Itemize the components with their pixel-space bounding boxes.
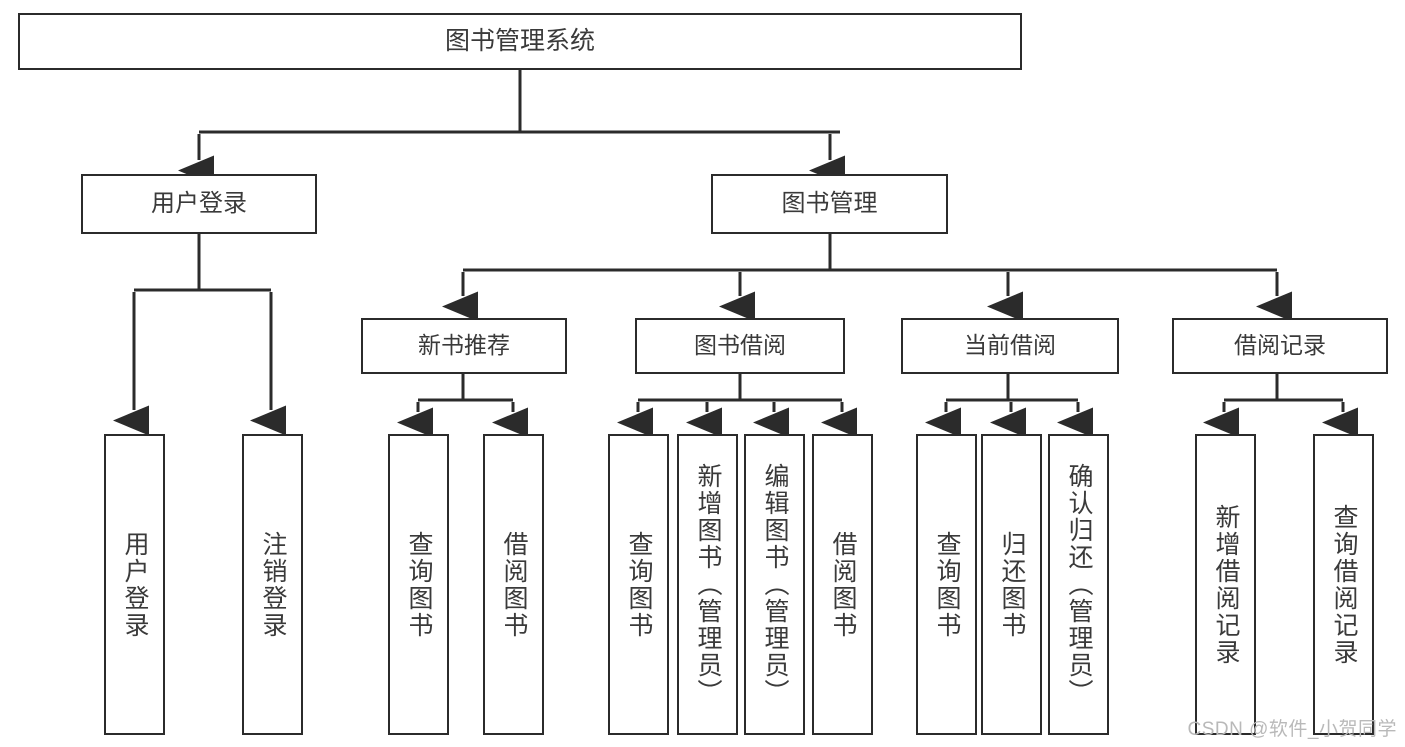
- node-leaf-add-book-admin-label: 新增图书（管理员）: [694, 463, 722, 706]
- node-user-login-label: 用户登录: [151, 189, 247, 217]
- node-leaf-return-book[interactable]: 归还图书: [981, 434, 1042, 735]
- node-leaf-add-borrow-record-label: 新增借阅记录: [1212, 503, 1240, 666]
- node-root-label: 图书管理系统: [444, 26, 595, 55]
- node-book-manage[interactable]: 图书管理: [711, 174, 948, 234]
- node-leaf-user-login[interactable]: 用户登录: [104, 434, 165, 735]
- node-leaf-confirm-return-admin[interactable]: 确认归还（管理员）: [1048, 434, 1109, 735]
- node-leaf-query-book-2[interactable]: 查询图书: [608, 434, 669, 735]
- node-leaf-borrow-book-2[interactable]: 借阅图书: [812, 434, 873, 735]
- node-leaf-confirm-return-admin-label: 确认归还（管理员）: [1065, 463, 1093, 706]
- node-borrow-record[interactable]: 借阅记录: [1172, 318, 1388, 374]
- node-leaf-borrow-book-1[interactable]: 借阅图书: [483, 434, 544, 735]
- node-root-system[interactable]: 图书管理系统: [18, 13, 1022, 70]
- node-leaf-borrow-book-2-label: 借阅图书: [829, 530, 857, 639]
- node-book-borrow[interactable]: 图书借阅: [635, 318, 845, 374]
- node-leaf-query-book-3[interactable]: 查询图书: [916, 434, 977, 735]
- node-new-book-recommend[interactable]: 新书推荐: [361, 318, 567, 374]
- node-leaf-query-book-2-label: 查询图书: [625, 530, 653, 639]
- node-leaf-borrow-book-1-label: 借阅图书: [500, 530, 528, 639]
- node-leaf-query-borrow-record[interactable]: 查询借阅记录: [1313, 434, 1374, 735]
- node-book-manage-label: 图书管理: [781, 189, 878, 217]
- node-leaf-logout-login[interactable]: 注销登录: [242, 434, 303, 735]
- node-leaf-query-book-1-label: 查询图书: [405, 530, 433, 639]
- node-book-borrow-label: 图书借阅: [694, 332, 786, 359]
- node-leaf-edit-book-admin[interactable]: 编辑图书（管理员）: [744, 434, 805, 735]
- node-leaf-add-borrow-record[interactable]: 新增借阅记录: [1195, 434, 1256, 735]
- node-leaf-return-book-label: 归还图书: [998, 530, 1026, 639]
- node-leaf-query-book-3-label: 查询图书: [933, 530, 961, 639]
- node-leaf-user-login-label: 用户登录: [121, 530, 149, 639]
- node-new-book-recommend-label: 新书推荐: [418, 332, 510, 359]
- node-borrow-record-label: 借阅记录: [1234, 332, 1326, 359]
- node-current-borrow-label: 当前借阅: [964, 332, 1056, 359]
- node-leaf-query-book-1[interactable]: 查询图书: [388, 434, 449, 735]
- node-leaf-edit-book-admin-label: 编辑图书（管理员）: [761, 463, 789, 706]
- node-user-login[interactable]: 用户登录: [81, 174, 317, 234]
- node-leaf-query-borrow-record-label: 查询借阅记录: [1330, 503, 1358, 666]
- node-current-borrow[interactable]: 当前借阅: [901, 318, 1119, 374]
- node-leaf-add-book-admin[interactable]: 新增图书（管理员）: [677, 434, 738, 735]
- node-leaf-logout-login-label: 注销登录: [259, 530, 287, 639]
